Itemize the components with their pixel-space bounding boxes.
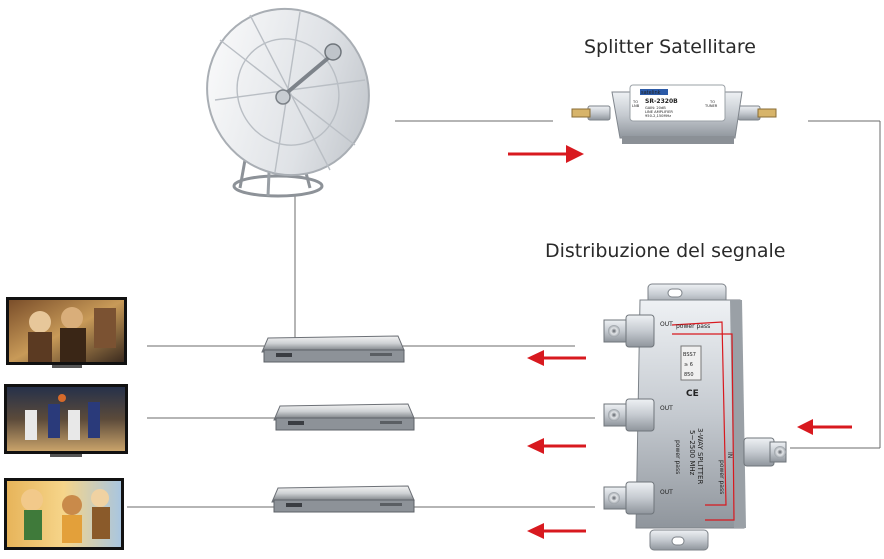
splitter-model-text: SR-2320B — [645, 98, 678, 105]
decoder-box-3 — [271, 485, 415, 513]
power-pass-mid: power pass — [674, 440, 681, 474]
arrow-right-icon — [508, 145, 584, 163]
tv-screen-2 — [4, 384, 128, 457]
arrow-left-icon — [527, 438, 586, 454]
power-pass-low: power pass — [718, 460, 725, 494]
code-line-3: 850 — [684, 372, 694, 378]
splitter-right-port-1: TO — [709, 100, 715, 104]
splitter-spec-2: LINE AMPLIFIER — [645, 110, 673, 114]
out-label-1: OUT — [660, 321, 673, 328]
splitter-spec-3: 950-2,150MHz — [645, 114, 671, 118]
out-port-2 — [603, 398, 655, 432]
splitter-right-port-2: TUNER — [704, 104, 718, 108]
splitter-spec-1: GAIN: 20dB — [645, 106, 666, 110]
arrow-left-icon — [797, 419, 852, 435]
out-port-1 — [603, 314, 655, 348]
in-port — [743, 437, 787, 467]
decoder-box-1 — [261, 335, 405, 363]
decoder-box-2 — [273, 403, 415, 431]
out-port-3 — [603, 481, 655, 515]
out-label-3: OUT — [660, 489, 673, 496]
distribution-title: Distribuzione del segnale — [545, 240, 786, 262]
in-label: IN — [726, 452, 733, 458]
arrow-left-icon — [527, 350, 586, 366]
tv-screen-3 — [4, 478, 124, 550]
arrow-left-icon — [527, 523, 586, 539]
power-pass-top: power pass — [676, 323, 710, 330]
splitter-left-port-1: TO — [632, 100, 638, 104]
splitter-freq-text: 5~2500 MHz — [688, 430, 696, 476]
out-label-2: OUT — [660, 405, 673, 412]
ce-mark: CE — [686, 389, 699, 399]
code-line-1: BSS7 — [683, 352, 696, 358]
code-line-2: ≥ 6 — [684, 362, 693, 368]
satellite-dish-icon — [206, 7, 370, 198]
splitter-left-port-2: LNB — [632, 104, 640, 108]
splitter-name-text: 3-WAY SPLITTER — [696, 428, 704, 484]
signal-arrows — [508, 145, 852, 539]
satellite-splitter-device: satelink SR-2320B GAIN: 20dB LINE AMPLIF… — [571, 84, 777, 144]
three-way-splitter-device: OUT OUT OUT power pass BSS7 ≥ 6 850 CE 3… — [603, 283, 787, 551]
tv-screen-1 — [6, 297, 127, 368]
splitter-title: Splitter Satellitare — [584, 36, 756, 58]
splitter-brand-text: satelink — [641, 90, 661, 96]
